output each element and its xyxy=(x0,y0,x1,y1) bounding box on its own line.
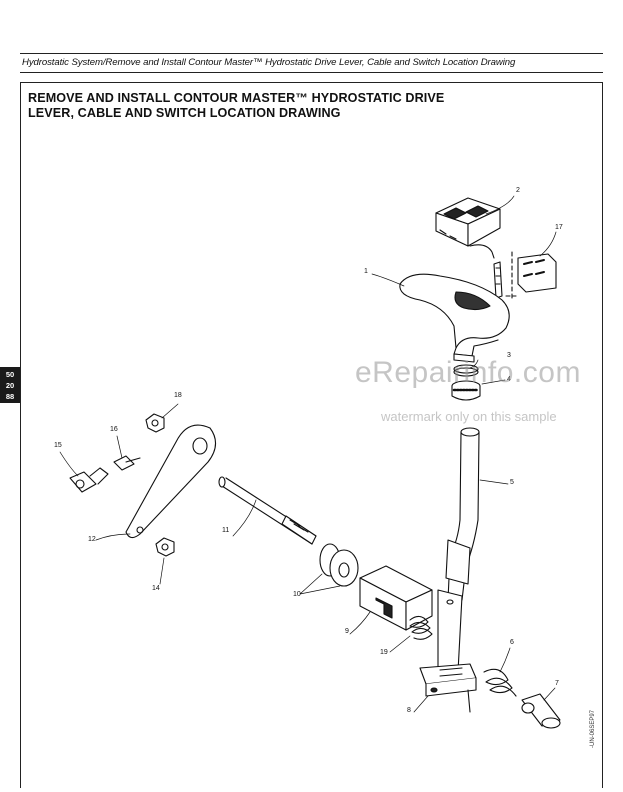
exploded-parts-drawing xyxy=(59,195,561,729)
part-spring-right xyxy=(483,668,517,697)
part-spring xyxy=(409,615,433,640)
callout-3: 3 xyxy=(507,352,511,359)
callout-18: 18 xyxy=(174,392,182,399)
callout-9: 9 xyxy=(345,628,349,635)
callout-19: 19 xyxy=(380,649,388,656)
callout-1: 1 xyxy=(364,268,368,275)
callout-12: 12 xyxy=(88,536,96,543)
part-connector xyxy=(493,251,557,301)
part-block xyxy=(359,565,433,631)
section-title-line-1: REMOVE AND INSTALL CONTOUR MASTER™ HYDRO… xyxy=(28,91,445,105)
callout-14: 14 xyxy=(152,585,160,592)
part-nut-14 xyxy=(155,537,175,557)
callout-8: 8 xyxy=(407,707,411,714)
callout-11: 11 xyxy=(222,527,230,534)
part-bracket xyxy=(419,663,477,713)
part-nut-18 xyxy=(145,413,165,433)
watermark-note: watermark only on this sample xyxy=(381,409,557,424)
callout-15: 15 xyxy=(54,442,62,449)
section-title: REMOVE AND INSTALL CONTOUR MASTER™ HYDRO… xyxy=(28,91,444,121)
content-frame xyxy=(20,82,603,788)
callout-17: 17 xyxy=(555,224,563,231)
section-tab-line-1: 50 xyxy=(5,370,15,379)
part-arm xyxy=(125,424,217,539)
page-header: Hydrostatic System/Remove and Install Co… xyxy=(20,53,603,73)
part-shaft xyxy=(218,476,317,545)
callout-2: 2 xyxy=(516,187,520,194)
section-tab: 50 20 88 xyxy=(0,367,20,403)
part-stud xyxy=(113,455,141,471)
part-lever-shaft xyxy=(437,427,480,673)
header-title: Hydrostatic System/Remove and Install Co… xyxy=(22,57,516,68)
callout-10: 10 xyxy=(293,591,301,598)
section-tab-line-2: 20 xyxy=(5,381,15,390)
section-tab-line-3: 88 xyxy=(5,392,15,401)
callout-4: 4 xyxy=(507,376,511,383)
part-washers xyxy=(319,543,359,587)
callout-5: 5 xyxy=(510,479,514,486)
part-bolt xyxy=(521,693,561,729)
part-switch-housing xyxy=(435,197,501,259)
callout-7: 7 xyxy=(555,680,559,687)
part-handle xyxy=(399,273,510,363)
callout-6: 6 xyxy=(510,639,514,646)
part-ball-joint xyxy=(69,467,109,493)
callout-16: 16 xyxy=(110,426,118,433)
watermark-site: eRepairinfo.com xyxy=(355,356,581,389)
drawing-code: -UN-06SEP97 xyxy=(590,709,596,748)
part-rings xyxy=(451,364,481,401)
section-title-line-2: LEVER, CABLE AND SWITCH LOCATION DRAWING xyxy=(28,106,341,120)
